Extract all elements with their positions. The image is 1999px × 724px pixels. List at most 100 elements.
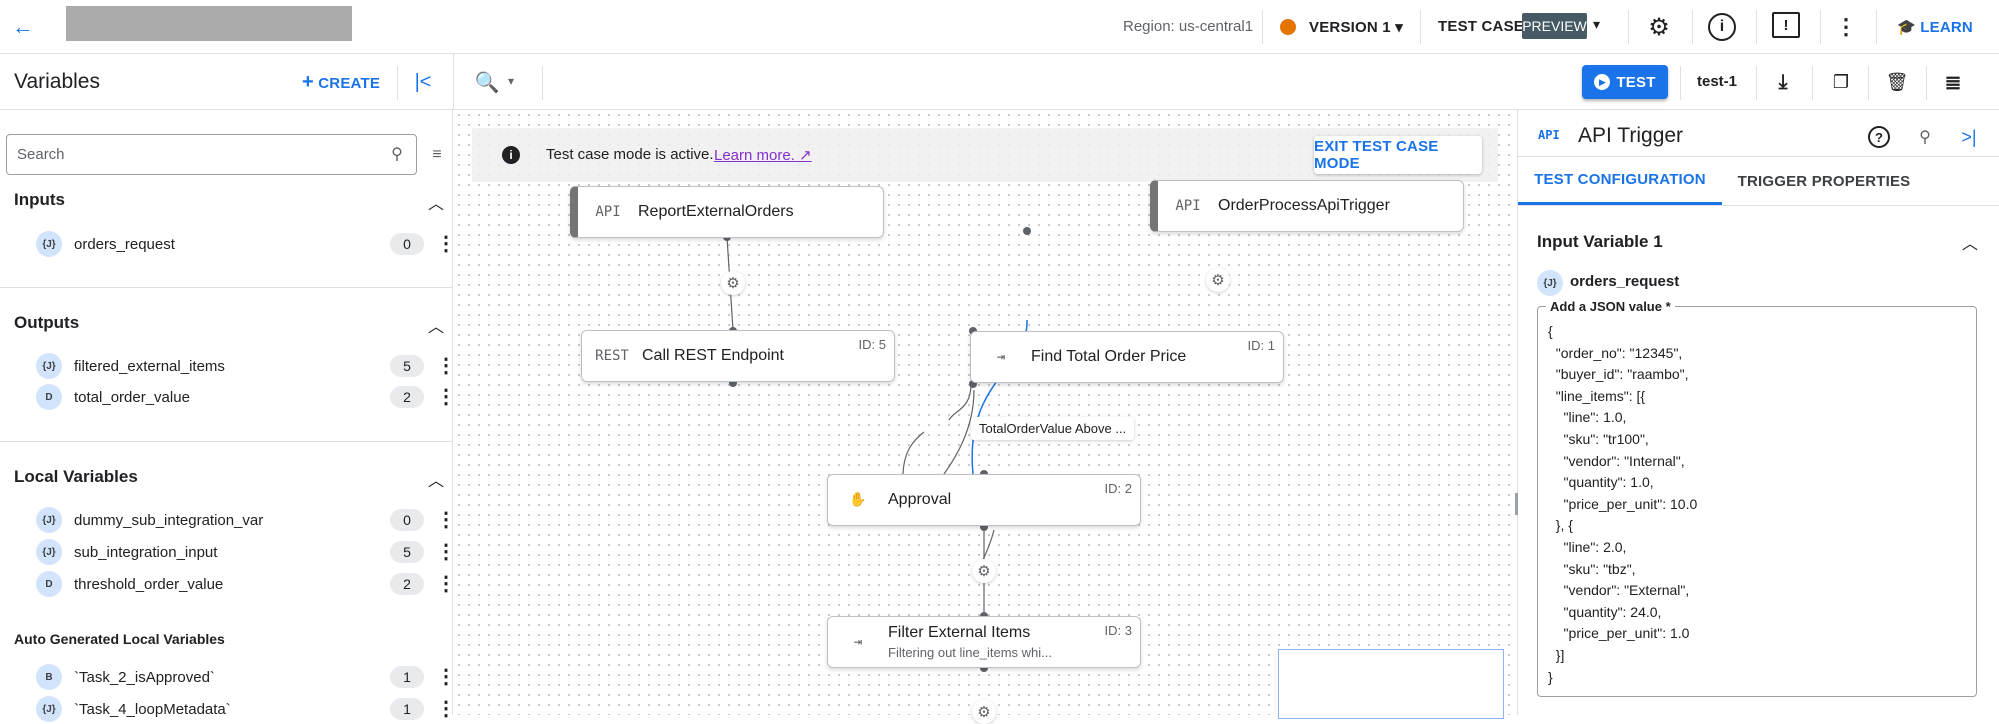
edge-condition-gear-icon[interactable]: ⚙ xyxy=(972,559,996,583)
test-label: TEST xyxy=(1616,73,1656,91)
chevron-up-icon[interactable]: ︿ xyxy=(428,196,445,213)
search-input[interactable]: Search ⚲ xyxy=(6,134,417,175)
pin-icon[interactable]: ⚲ xyxy=(1919,129,1931,146)
variable-type-badge: {J} xyxy=(36,696,62,722)
variable-name: total_order_value xyxy=(74,388,190,406)
variable-item[interactable]: {J} filtered_external_items 5 ⋮ xyxy=(36,352,456,380)
zoom-icon[interactable]: 🔍 xyxy=(474,71,500,94)
chevron-up-icon[interactable]: ︿ xyxy=(1962,236,1979,253)
test-case-dropdown-caret[interactable]: ▾ xyxy=(1593,16,1601,32)
resize-handle[interactable] xyxy=(1515,108,1524,713)
variable-type-badge: {J} xyxy=(36,539,62,565)
copy-icon[interactable]: ❐ xyxy=(1832,71,1850,92)
search-icon[interactable]: ⚲ xyxy=(391,146,403,163)
delete-icon[interactable]: 🗑 xyxy=(1885,71,1909,92)
variable-item[interactable]: D threshold_order_value 2 ⋮ xyxy=(36,570,456,598)
close-panel-icon[interactable]: >| xyxy=(1961,126,1977,147)
chevron-up-icon[interactable]: ︿ xyxy=(428,473,445,490)
task-node[interactable]: ⇥ Find Total Order Price ID: 1 xyxy=(970,331,1284,383)
minimap[interactable] xyxy=(1278,649,1504,719)
more-vert-icon[interactable]: ⋮ xyxy=(436,666,456,688)
chevron-up-icon[interactable]: ︿ xyxy=(428,319,445,336)
section-outputs-title: Outputs xyxy=(14,313,80,332)
api-icon: API xyxy=(1538,128,1560,142)
json-type-badge: {J} xyxy=(1537,270,1563,296)
json-value-textarea[interactable]: { "order_no": "12345", "buyer_id": "raam… xyxy=(1537,306,1977,697)
variable-type-badge: B xyxy=(36,664,62,690)
version-dropdown[interactable]: VERSION 1 ▾ xyxy=(1309,19,1403,36)
variable-item[interactable]: B `Task_2_isApproved` 1 ⋮ xyxy=(36,663,456,691)
task-node[interactable]: API ReportExternalOrders xyxy=(570,186,884,238)
variable-item[interactable]: {J} `Task_4_loopMetadata` 1 ⋮ xyxy=(36,695,456,723)
variable-name: orders_request xyxy=(74,235,175,253)
json-field-label: Add a JSON value * xyxy=(1546,299,1675,314)
task-subtitle: Filtering out line_items whi... xyxy=(888,645,1053,660)
panel-title: API Trigger xyxy=(1578,124,1684,147)
variable-type-badge: {J} xyxy=(36,353,62,379)
create-variable-button[interactable]: + CREATE xyxy=(302,71,380,94)
create-label: CREATE xyxy=(318,75,381,92)
variables-title: Variables xyxy=(14,70,100,93)
variable-item[interactable]: {J} sub_integration_input 5 ⋮ xyxy=(36,538,456,566)
info-filled-icon: i xyxy=(502,146,520,164)
tab-trigger-properties[interactable]: TRIGGER PROPERTIES xyxy=(1737,172,1911,190)
integration-canvas[interactable]: i Test case mode is active. Learn more. … xyxy=(454,110,1516,724)
task-node[interactable]: ⇥ Filter External Items Filtering out li… xyxy=(827,616,1141,668)
usage-count: 1 xyxy=(390,698,424,720)
more-vert-icon[interactable]: ⋮ xyxy=(1835,14,1857,39)
task-type-icon: API xyxy=(1175,198,1201,214)
task-node[interactable]: ✋ Approval ID: 2 xyxy=(827,474,1141,526)
download-icon[interactable]: ⤓ xyxy=(1778,70,1788,93)
task-title: Filter External Items xyxy=(888,624,1031,641)
usage-count: 5 xyxy=(390,355,424,377)
filter-sort-icon[interactable]: ≡ xyxy=(432,146,442,163)
help-icon[interactable]: ? xyxy=(1868,126,1890,148)
more-vert-icon[interactable]: ⋮ xyxy=(436,509,456,531)
variable-item[interactable]: {J} dummy_sub_integration_var 0 ⋮ xyxy=(36,506,456,534)
usage-count: 0 xyxy=(390,509,424,531)
test-button[interactable]: ▶TEST xyxy=(1582,65,1668,99)
zoom-dropdown-caret[interactable]: ▾ xyxy=(508,74,515,88)
api-trigger-panel: API API Trigger ? ⚲ >| TEST CONFIGURATIO… xyxy=(1515,108,1999,715)
test-case-name[interactable]: test-1 xyxy=(1697,73,1738,90)
edge-condition-label[interactable]: TotalOrderValue Above ... xyxy=(971,417,1135,440)
more-vert-icon[interactable]: ⋮ xyxy=(436,386,456,408)
app-header: ← Region: us-central1 VERSION 1 ▾ TEST C… xyxy=(0,0,1999,54)
info-icon[interactable]: i xyxy=(1708,13,1736,41)
task-node[interactable]: API OrderProcessApiTrigger xyxy=(1150,180,1464,232)
tab-test-configuration[interactable]: TEST CONFIGURATION xyxy=(1518,157,1722,205)
more-vert-icon[interactable]: ⋮ xyxy=(436,233,456,255)
section-auto-title: Auto Generated Local Variables xyxy=(14,631,225,647)
feedback-icon[interactable]: ! xyxy=(1772,12,1800,38)
exit-test-case-mode-button[interactable]: EXIT TEST CASE MODE xyxy=(1314,136,1482,174)
task-type-icon: ⇥ xyxy=(996,349,1006,365)
edge-condition-gear-icon[interactable]: ⚙ xyxy=(972,700,996,724)
preview-badge: PREVIEW xyxy=(1522,13,1587,39)
variable-name: filtered_external_items xyxy=(74,357,225,375)
section-title: Input Variable 1 xyxy=(1537,232,1663,251)
more-vert-icon[interactable]: ⋮ xyxy=(436,541,456,563)
settings-gear-icon[interactable]: ⚙ xyxy=(1648,13,1670,41)
edge-condition-gear-icon[interactable]: ⚙ xyxy=(1206,268,1230,292)
task-title: Find Total Order Price xyxy=(1031,348,1187,365)
edge-condition-gear-icon[interactable]: ⚙ xyxy=(721,271,745,295)
variable-item[interactable]: {J} orders_request 0 ⋮ xyxy=(36,230,456,258)
learn-button[interactable]: 🎓 LEARN xyxy=(1897,18,1973,36)
more-vert-icon[interactable]: ⋮ xyxy=(436,698,456,720)
section-inputs-title: Inputs xyxy=(14,190,65,209)
task-node[interactable]: REST Call REST Endpoint ID: 5 xyxy=(581,330,895,382)
edge-total-branch xyxy=(943,389,975,475)
learn-more-link[interactable]: Learn more. ↗ xyxy=(714,146,812,164)
variable-type-badge: {J} xyxy=(36,507,62,533)
variable-item[interactable]: D total_order_value 2 ⋮ xyxy=(36,383,456,411)
redacted-title xyxy=(66,6,352,41)
variables-panel: Search ⚲ ≡ Inputs ︿ {J} orders_request 0 … xyxy=(0,110,456,722)
more-vert-icon[interactable]: ⋮ xyxy=(436,573,456,595)
learn-more-label: Learn more. xyxy=(714,147,795,164)
variable-name: dummy_sub_integration_var xyxy=(74,511,264,529)
back-arrow-icon[interactable]: ← xyxy=(12,14,34,39)
more-vert-icon[interactable]: ⋮ xyxy=(436,355,456,377)
task-title: ReportExternalOrders xyxy=(638,203,794,220)
menu-icon[interactable]: ≣ xyxy=(1944,71,1962,94)
collapse-panel-icon[interactable]: |< xyxy=(414,70,432,93)
